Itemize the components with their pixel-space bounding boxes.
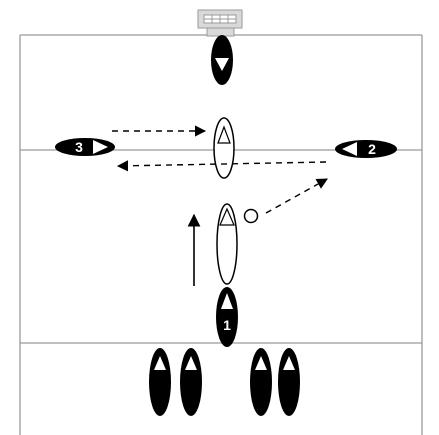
ball-icon (243, 208, 259, 224)
goal-icon (197, 9, 243, 37)
ghost-player-bottom (216, 203, 238, 285)
ghost-player-top (213, 117, 235, 179)
arrow-ghost-bottom-to-p2 (265, 178, 328, 214)
queue-player-4 (278, 348, 300, 416)
player-1: 1 (216, 287, 238, 347)
goalkeeper-player (211, 35, 233, 85)
queue-player-3 (250, 348, 272, 416)
player-1-label: 1 (223, 317, 231, 333)
queue-player-1 (149, 348, 171, 416)
queue-player-2 (180, 348, 202, 416)
player-2: 2 (335, 140, 397, 158)
arrow-p2-to-p3 (116, 160, 327, 172)
player-2-label: 2 (368, 141, 376, 157)
player-3: 3 (55, 138, 115, 156)
player-3-label: 3 (75, 139, 83, 155)
